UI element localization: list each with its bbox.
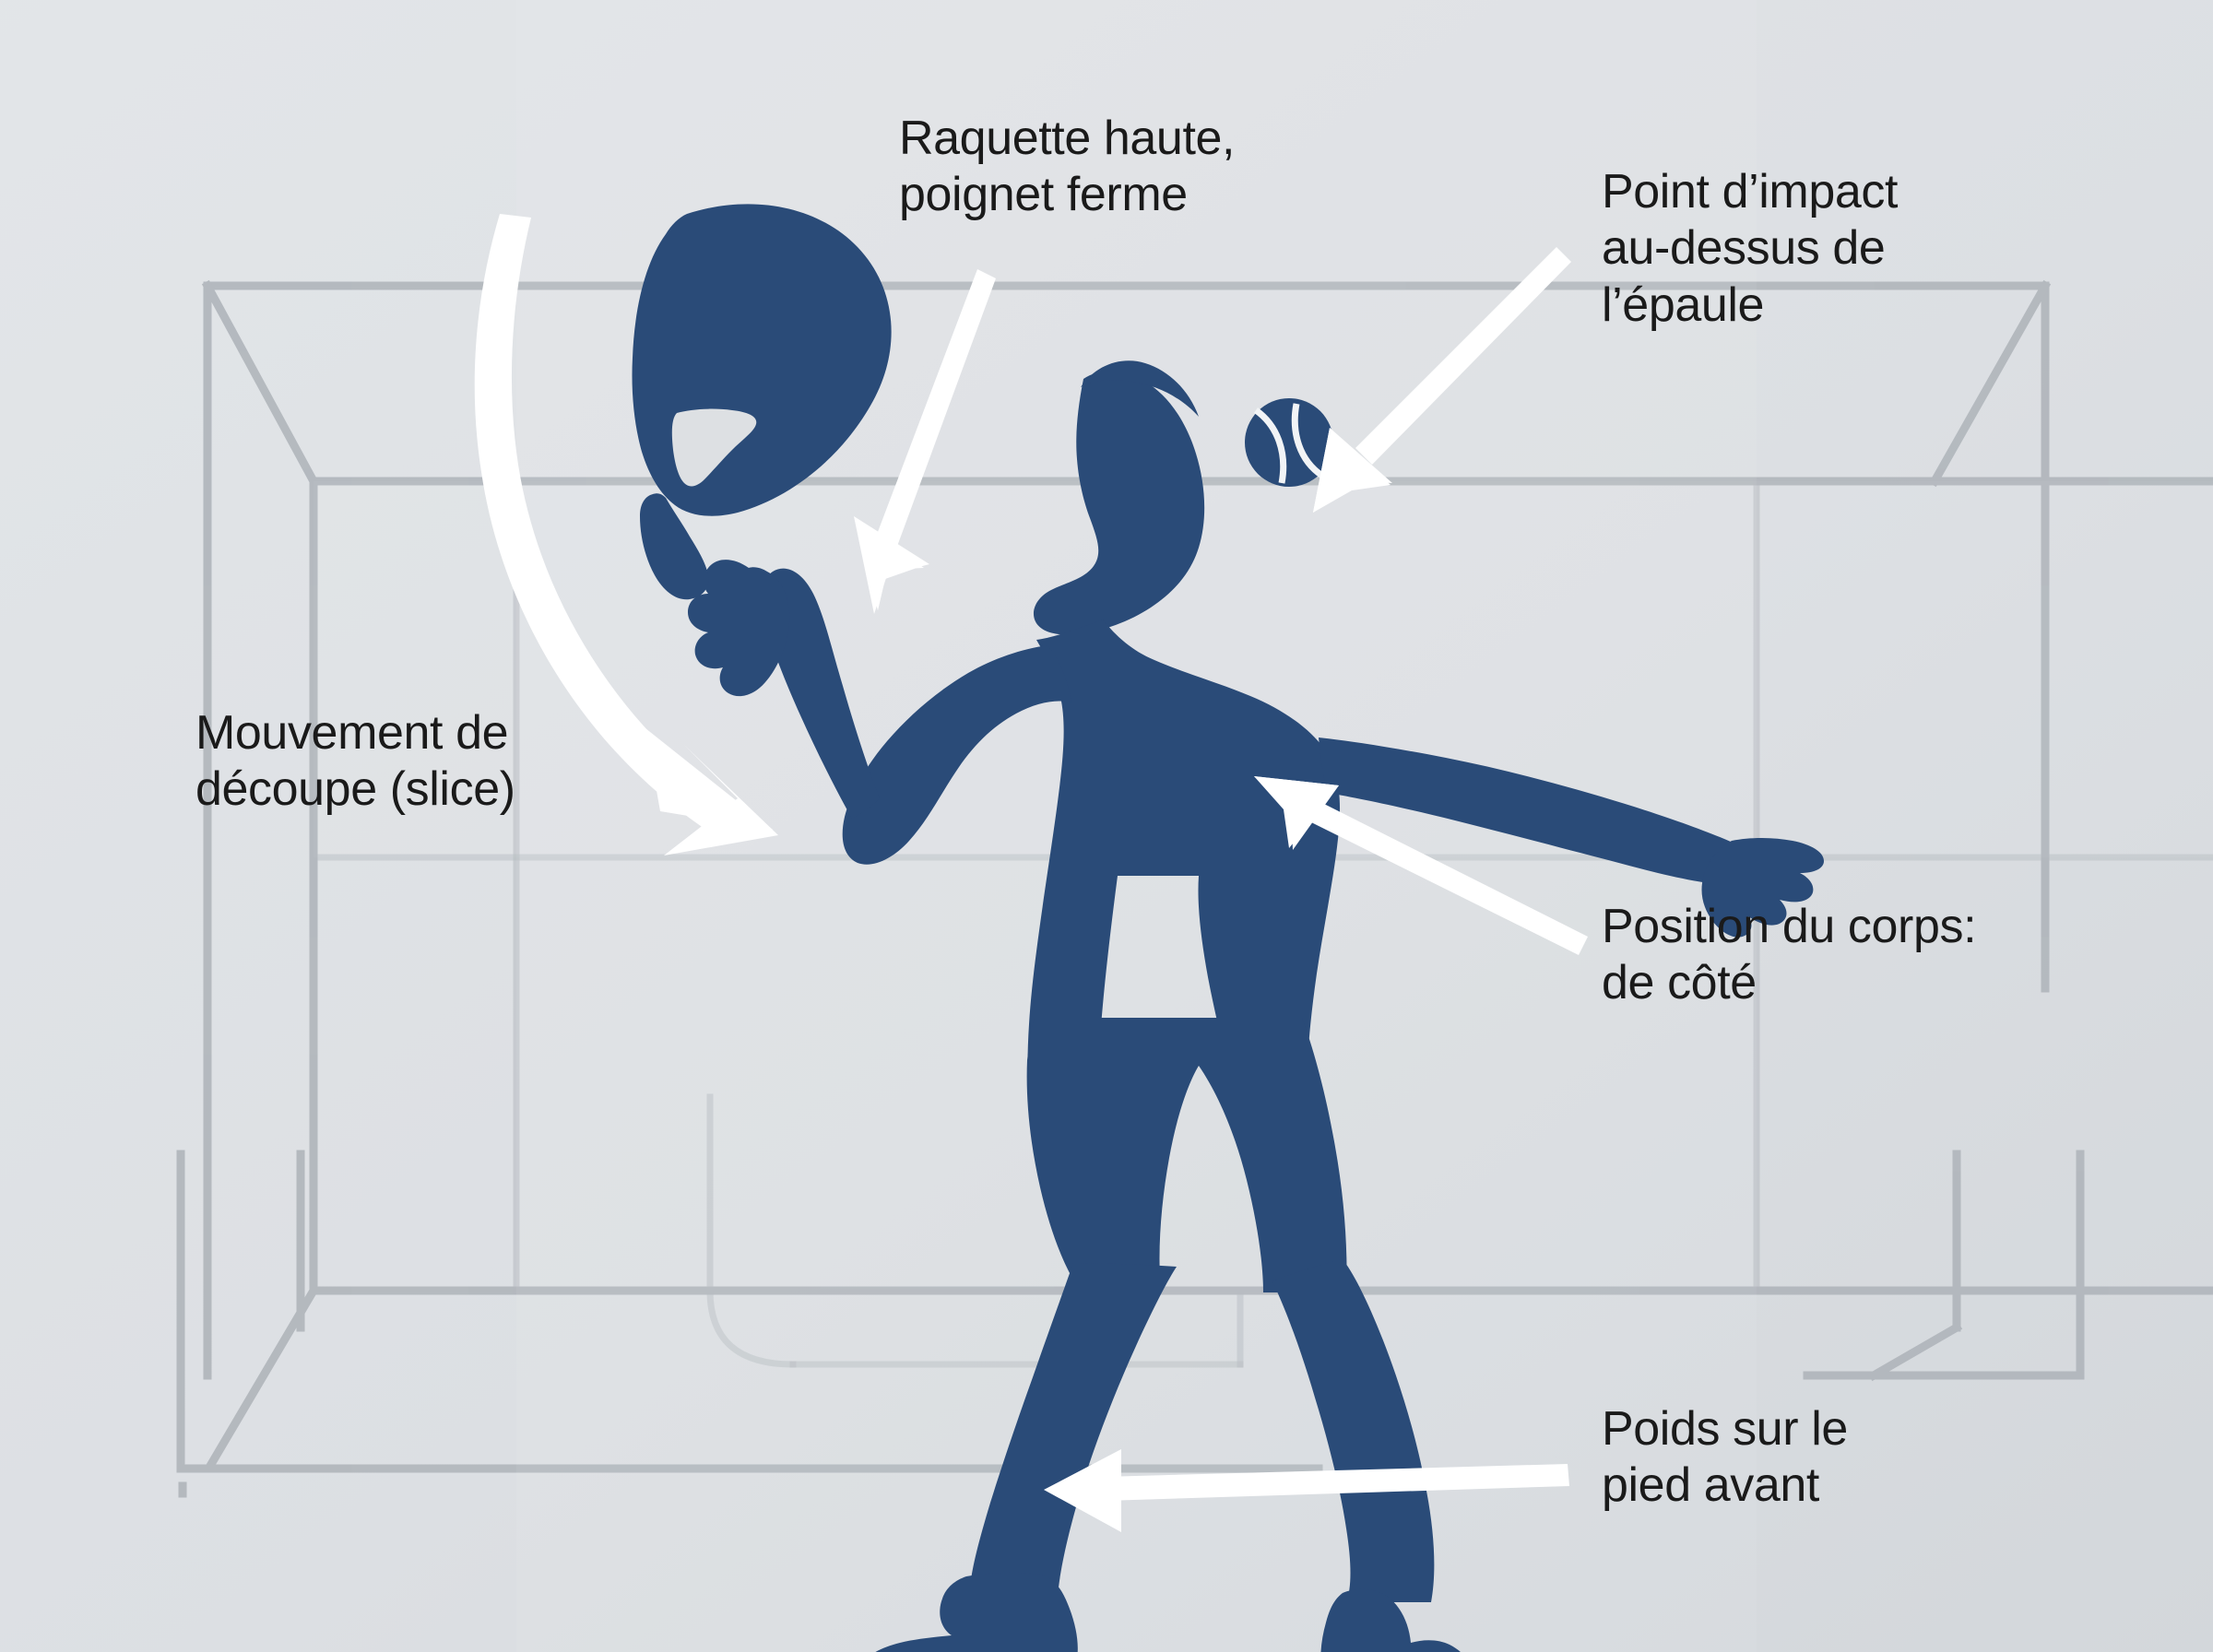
player-silhouette: [688, 360, 1824, 1652]
padel-racquet: [632, 204, 892, 600]
annotation-body-position: Position du corps: de côté: [1602, 900, 1977, 1010]
weight-front-foot-arrow: [1044, 1449, 1569, 1532]
body-position-arrow: [1254, 776, 1588, 955]
annotation-weight-front-foot: Poids sur le pied avant: [1602, 1402, 1848, 1513]
racquet-high-arrow: [854, 269, 996, 614]
tennis-ball: [1245, 398, 1333, 487]
annotation-slice-motion: Mouvement de découpe (slice): [195, 706, 515, 817]
annotation-impact-point: Point d’impact au-dessus de l’épaule: [1602, 165, 1898, 332]
annotation-racquet-high: Raquette haute, poignet ferme: [899, 112, 1236, 222]
slice-motion-arrow: [474, 214, 778, 856]
impact-point-arrow: [1313, 247, 1571, 513]
